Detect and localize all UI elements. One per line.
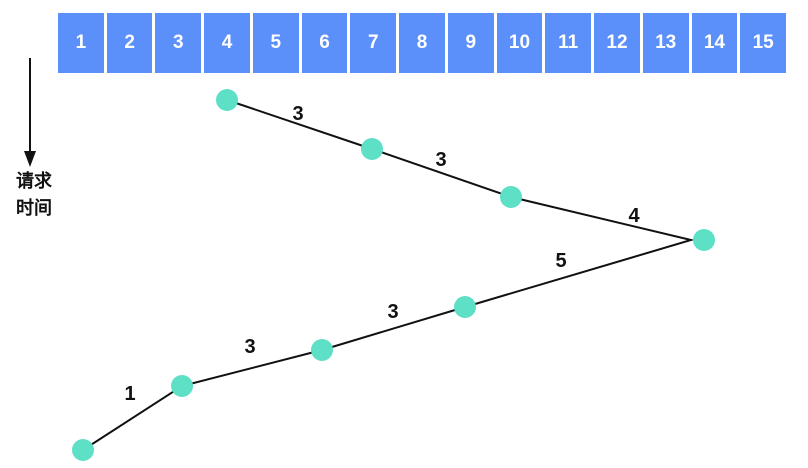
timeline-cell-1: 1: [58, 13, 104, 73]
timeline-cell-9: 9: [447, 13, 494, 73]
request-dot: [171, 375, 193, 397]
timeline-cell-15: 15: [740, 13, 787, 73]
timeline-cell-11: 11: [545, 13, 592, 73]
timeline-cell-8: 8: [399, 13, 445, 73]
request-dot: [72, 439, 94, 461]
time-axis-label: 请求 时间: [8, 168, 60, 222]
timeline-cell-3: 3: [155, 13, 202, 73]
time-axis-label-line2: 时间: [16, 198, 52, 218]
timeline-cell-4: 4: [204, 13, 250, 73]
request-path-line: [82, 99, 695, 451]
timeline-cell-14: 14: [691, 13, 738, 73]
time-axis-label-line1: 请求: [16, 171, 52, 191]
timeline-cell-12: 12: [594, 13, 640, 73]
request-dot: [311, 339, 333, 361]
timeline-cell-13: 13: [642, 13, 689, 73]
timeline-cell-2: 2: [106, 13, 153, 73]
edge-weight-label: 3: [387, 301, 398, 323]
edge-weight-label: 3: [435, 149, 446, 171]
timeline-cell-6: 6: [301, 13, 348, 73]
edge-weight-label: 5: [555, 250, 566, 272]
timeline-cell-5: 5: [252, 13, 299, 73]
timeline-cell-7: 7: [350, 13, 397, 73]
request-dot: [693, 229, 715, 251]
request-dot: [500, 186, 522, 208]
edge-weight-label: 4: [628, 205, 640, 227]
edge-weight-label: 3: [292, 103, 303, 125]
timeline-cell-10: 10: [496, 13, 543, 73]
edge-weight-label: 1: [124, 383, 135, 405]
request-dot: [361, 138, 383, 160]
request-dot: [216, 89, 238, 111]
request-dot: [454, 296, 476, 318]
edge-weight-label: 3: [244, 336, 255, 358]
down-arrow-icon: [24, 58, 36, 167]
